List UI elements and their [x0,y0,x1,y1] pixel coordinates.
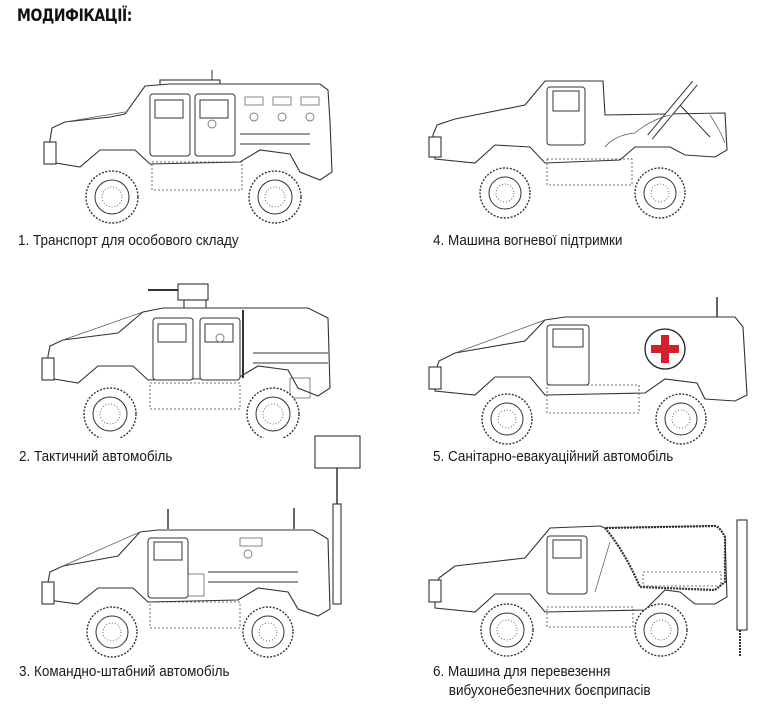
caption-modification-5: 5. Санітарно-евакуаційний автомобіль [433,448,673,467]
caption-number: 1. [18,233,30,249]
caption-number: 4. [433,233,445,249]
vehicle-drawing-tactical [28,278,358,443]
caption-modification-4: 4. Машина вогневої підтримки [433,232,622,251]
caption-label: Тактичний автомобіль [33,449,173,465]
caption-modification-2: 2. Тактичний автомобіль [19,448,172,467]
caption-modification-6: 6. Машина для перевезення вибухонебезпеч… [433,663,651,701]
caption-label: Транспорт для особового складу [32,233,239,249]
caption-label: Машина вогневої підтримки [447,233,623,249]
caption-label-line2: вибухонебезпечних боєприпасів [448,683,651,699]
vehicle-drawing-command-staff [28,434,368,664]
red-cross-horizontal [651,345,679,353]
vehicle-drawing-fire-support [425,75,755,230]
vehicle-drawing-medical-evacuation [425,295,755,450]
caption-label: Командно-штабний автомобіль [33,664,230,680]
caption-number: 3. [19,664,31,680]
caption-number: 2. [19,449,31,465]
vehicle-drawing-personnel-carrier [30,62,360,232]
caption-modification-3: 3. Командно-штабний автомобіль [19,663,229,682]
caption-modification-1: 1. Транспорт для особового складу [18,232,239,251]
page-heading: МОДИФІКАЦІЇ: [17,6,132,26]
caption-number: 6. [433,664,445,680]
vehicle-drawing-explosive-ordnance [425,512,765,667]
caption-number: 5. [433,449,445,465]
mast-antenna-panel [314,435,361,469]
caption-label: Санітарно-евакуаційний автомобіль [447,449,674,465]
caption-label-line1: Машина для перевезення [447,664,611,680]
